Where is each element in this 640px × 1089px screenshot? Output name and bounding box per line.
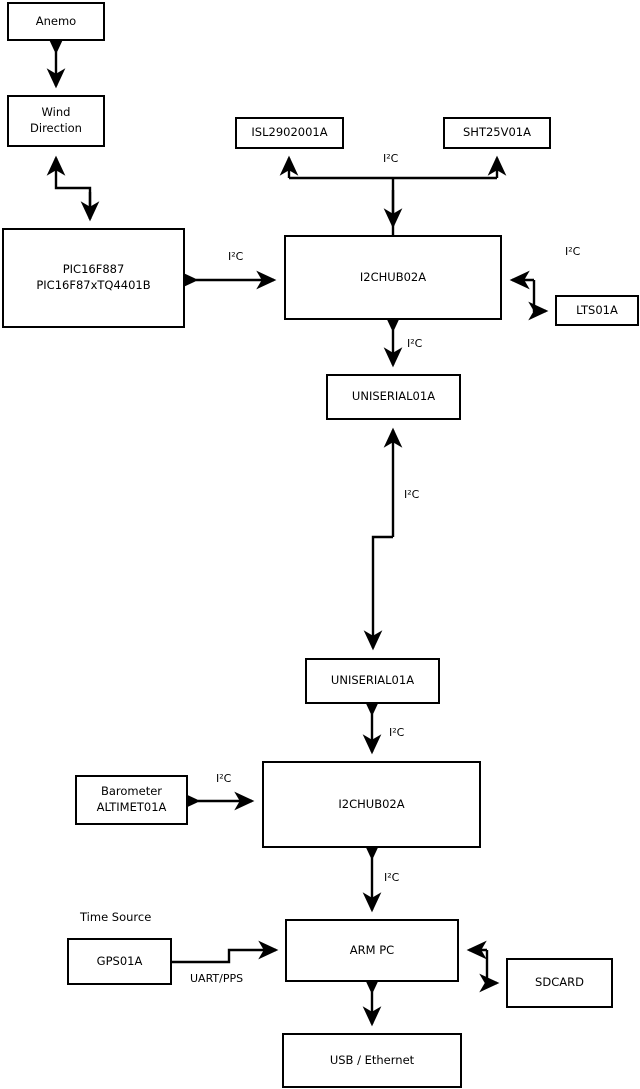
edge-label-hub2-armpc: I²C [384,871,400,884]
node-uniserial01a-upper[interactable]: UNISERIAL01A [326,374,461,420]
node-anemo[interactable]: Anemo [7,2,105,41]
node-usb-ethernet[interactable]: USB / Ethernet [282,1033,462,1088]
node-lts01a[interactable]: LTS01A [555,295,639,326]
node-gps01a[interactable]: GPS01A [67,938,172,985]
node-i2chub02a-bottom[interactable]: I2CHUB02A [262,761,481,848]
edge-label-hub-lts: I²C [565,245,581,258]
connector-pic-wind [46,155,100,222]
edge-label-barometer-hub2: I²C [216,772,232,785]
edge-label-hub-uniserial1: I²C [407,337,423,350]
edge-label-gps-armpc: UART/PPS [190,972,244,985]
connector-hubtop-sensors [279,155,507,235]
connector-uniserial1-uniserial2 [363,427,403,651]
edge-label-uniserial1-uniserial2: I²C [404,488,420,501]
node-isl2902001a[interactable]: ISL2902001A [235,117,344,149]
node-arm-pc[interactable]: ARM PC [285,919,459,982]
connector-gps-armpc [172,940,279,964]
node-pic-mcu[interactable]: PIC16F887 PIC16F87xTQ4401B [2,228,185,328]
node-uniserial01a-lower[interactable]: UNISERIAL01A [305,658,440,704]
edge-label-uniserial2-hub2: I²C [389,726,405,739]
connector-hubtop-lts [509,270,549,321]
node-sht25v01a[interactable]: SHT25V01A [443,117,551,149]
node-barometer-altimet01a[interactable]: Barometer ALTIMET01A [75,775,188,825]
node-wind-direction[interactable]: Wind Direction [7,95,105,147]
node-i2chub02a-top[interactable]: I2CHUB02A [284,235,502,320]
label-time-source: Time Source [80,910,152,924]
edge-label-pic-hub: I²C [228,250,244,263]
edge-label-hub-sensors: I²C [383,152,399,165]
node-sdcard[interactable]: SDCARD [506,958,613,1008]
connector-armpc-sdcard [466,940,500,993]
